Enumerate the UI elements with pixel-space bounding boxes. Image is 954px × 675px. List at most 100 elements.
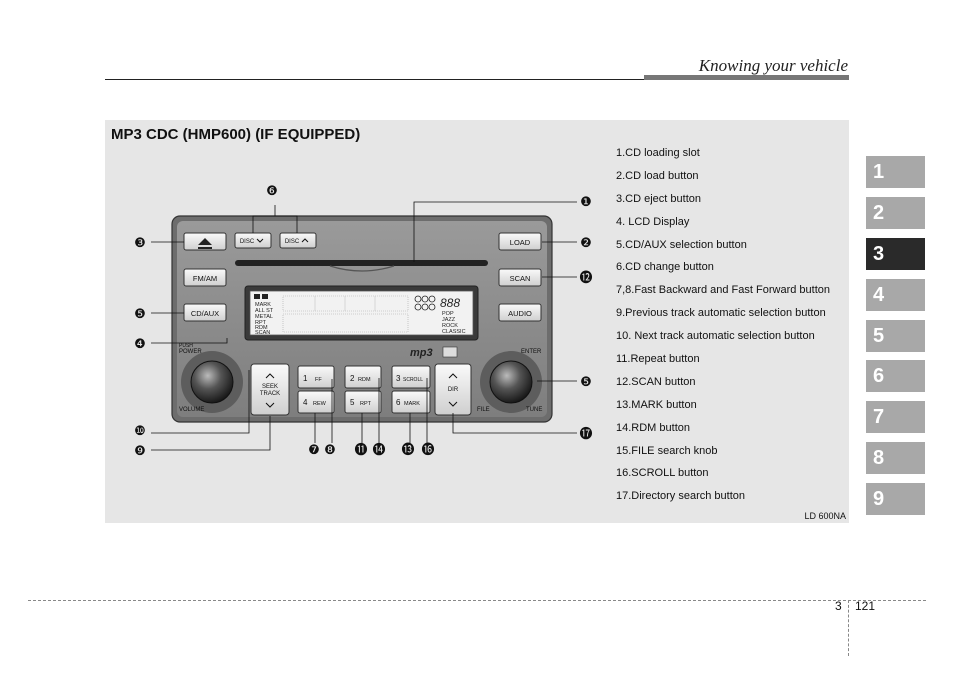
- callout-12: ⓬: [579, 270, 592, 285]
- mp3-logo-mark: [442, 346, 458, 358]
- eject-button[interactable]: [183, 232, 227, 251]
- lcd-eq-pop: POP: [442, 311, 454, 317]
- callout-8: ❽: [324, 442, 336, 457]
- leader-lines: [151, 201, 577, 451]
- preset-number: 6: [396, 398, 401, 407]
- mp3-logo: mp3: [410, 347, 433, 359]
- preset-number: 1: [303, 374, 308, 383]
- chapter-tabs: 1 2 3 4 5 6 7 8 9: [866, 156, 925, 524]
- audio-label: AUDIO: [508, 309, 532, 318]
- chevron-up-icon: [265, 373, 275, 379]
- chapter-tab-4[interactable]: 4: [866, 278, 925, 311]
- chapter-tab-6[interactable]: 6: [866, 360, 925, 393]
- callout-16: ⓰: [421, 442, 434, 457]
- lcd-mode-rdm: RDM: [255, 325, 268, 331]
- preset-5-rpt-button[interactable]: 5 RPT: [344, 390, 382, 414]
- footer-divider: [848, 600, 849, 656]
- lcd-mode-rpt: RPT: [255, 320, 267, 326]
- preset-label: MARK: [404, 401, 420, 407]
- tune-file-knob[interactable]: [480, 351, 542, 413]
- disc-down-label: DISC: [240, 239, 255, 245]
- cd-slot: [235, 260, 488, 266]
- eject-icon: [198, 238, 212, 249]
- chapter-tab-2[interactable]: 2: [866, 196, 925, 229]
- legend-item: 9.Previous track automatic selection but…: [616, 307, 826, 320]
- callout-5-right: ❺: [580, 374, 592, 389]
- lcd-mode-metal: METAL: [255, 314, 273, 320]
- radio-illustration: FM/AM CD/AUX DISC DISC LOAD SCAN AUDIO M…: [134, 183, 592, 458]
- footer-rule: [28, 600, 926, 601]
- chapter-tab-1[interactable]: 1: [866, 156, 925, 188]
- chapter-tab-7[interactable]: 7: [866, 401, 925, 434]
- legend-item: 16.SCROLL button: [616, 467, 709, 480]
- preset-label: RPT: [360, 401, 372, 407]
- chevron-up-icon: [301, 238, 309, 243]
- preset-label: FF: [315, 377, 322, 383]
- preset-4-rew-button[interactable]: 4 REW: [297, 390, 335, 414]
- legend-item: 17.Directory search button: [616, 490, 746, 503]
- chapter-tab-5[interactable]: 5: [866, 319, 925, 352]
- legend-item: 15.FILE search knob: [616, 444, 718, 457]
- power-volume-knob[interactable]: [181, 351, 243, 413]
- audio-button[interactable]: AUDIO: [498, 303, 542, 322]
- load-label: LOAD: [510, 238, 531, 247]
- cd-aux-button[interactable]: CD/AUX: [183, 303, 227, 322]
- lcd-eq-rock: ROCK: [442, 323, 458, 329]
- callout-14: ⓮: [372, 442, 385, 457]
- legend-item: 12.SCAN button: [616, 375, 696, 388]
- chevron-up-icon: [448, 373, 458, 379]
- preset-number: 3: [396, 374, 401, 383]
- preset-number: 4: [303, 398, 308, 407]
- chapter-tab-8[interactable]: 8: [866, 442, 925, 475]
- enter-label: ENTER: [521, 349, 542, 355]
- legend-item: 5.CD/AUX selection button: [616, 238, 747, 251]
- callout-10: ❿: [134, 423, 146, 438]
- chevron-down-icon: [265, 402, 275, 408]
- scan-button[interactable]: SCAN: [498, 268, 542, 287]
- volume-label: VOLUME: [179, 407, 204, 413]
- seek-track-rocker[interactable]: SEEK TRACK: [250, 363, 290, 416]
- load-button[interactable]: LOAD: [498, 232, 542, 251]
- lcd-mode-scan: SCAN: [255, 330, 270, 336]
- figure-reference-code: LD 600NA: [804, 511, 846, 521]
- legend-item: 11.Repeat button: [616, 353, 700, 366]
- preset-2-rdm-button[interactable]: 2 RDM: [344, 365, 382, 389]
- callout-13: ⓭: [401, 442, 414, 457]
- chapter-tab-3[interactable]: 3: [866, 237, 925, 270]
- callout-3: ❸: [134, 235, 146, 250]
- legend-list: 1.CD loading slot 2.CD load button 3.CD …: [616, 145, 851, 511]
- tune-label: TUNE: [526, 407, 542, 413]
- header-bar: [644, 75, 849, 80]
- cd-slot-lip: [329, 265, 395, 272]
- legend-item: 6.CD change button: [616, 261, 714, 274]
- callout-5-left: ❺: [134, 306, 146, 321]
- preset-1-ff-button[interactable]: 1 FF: [297, 365, 335, 389]
- callout-1: ❶: [580, 194, 592, 209]
- callout-7: ❼: [308, 442, 320, 457]
- callout-4: ❹: [134, 336, 146, 351]
- file-label: FILE: [477, 407, 490, 413]
- preset-3-scroll-button[interactable]: 3 SCROLL: [391, 365, 431, 389]
- disc-up-label: DISC: [285, 239, 300, 245]
- lcd-display: MARK ALL ST METAL RPT RDM SCAN 888 POP J…: [244, 285, 479, 341]
- header-rule: [105, 79, 849, 80]
- callout-11: ⓫: [354, 442, 367, 457]
- preset-label: REW: [313, 401, 327, 407]
- chevron-down-icon: [256, 238, 264, 243]
- chapter-tab-9[interactable]: 9: [866, 483, 925, 516]
- preset-number: 5: [350, 398, 355, 407]
- preset-6-mark-button[interactable]: 6 MARK: [391, 390, 431, 414]
- lcd-eq-classic: CLASSIC: [442, 329, 466, 335]
- callouts: ❶ ❷ ⓬ ❺ ⓱ ❸ ❺ ❹ ❿ ❾ ❻ ❼ ❽ ⓫ ⓮ ⓭ ⓰: [134, 183, 592, 458]
- fm-am-button[interactable]: FM/AM: [183, 268, 227, 287]
- callout-2: ❷: [580, 235, 592, 250]
- lcd-eq-jazz: JAZZ: [442, 317, 456, 323]
- lcd-mode-mark: MARK: [255, 302, 271, 308]
- disc-down-button[interactable]: DISC: [234, 232, 272, 249]
- disc-up-button[interactable]: DISC: [279, 232, 317, 249]
- dir-rocker[interactable]: DIR: [434, 363, 472, 416]
- section-title: MP3 CDC (HMP600) (IF EQUIPPED): [111, 126, 361, 143]
- preset-label: SCROLL: [403, 377, 423, 383]
- legend-item: 10. Next track automatic selection butto…: [616, 330, 815, 343]
- callout-6: ❻: [266, 183, 278, 198]
